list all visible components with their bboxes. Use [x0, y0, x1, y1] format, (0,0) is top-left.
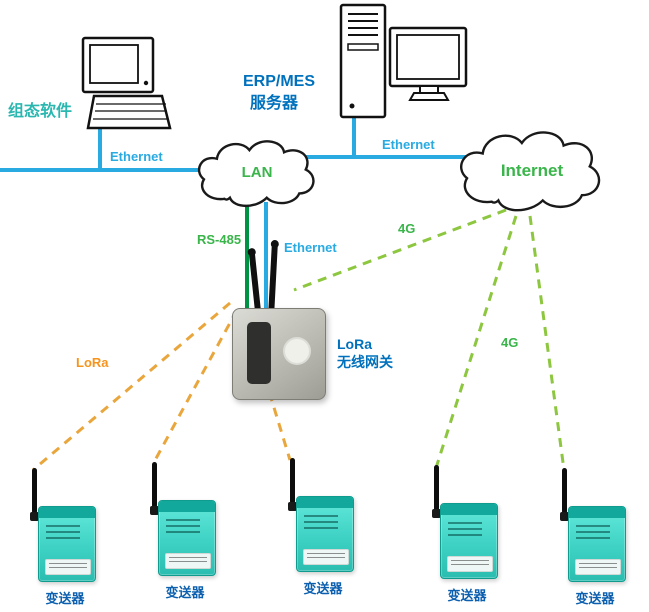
device-nameplate	[165, 553, 211, 569]
cellular-label-uplink: 4G	[398, 221, 416, 236]
device-cap	[441, 504, 497, 515]
cellular-label-down: 4G	[501, 335, 519, 350]
ethernet-label-left: Ethernet	[110, 149, 163, 164]
lan-cloud	[192, 132, 322, 218]
device-markings	[448, 522, 482, 540]
gateway-slot	[247, 322, 271, 384]
gateway-antenna-icon	[268, 243, 278, 315]
device-nameplate	[303, 549, 349, 565]
device-label: 变送器	[303, 581, 343, 596]
device-label: 变送器	[45, 591, 85, 606]
gateway-label-line1: LoRa	[337, 336, 372, 352]
cellular-link-device5	[528, 215, 566, 471]
gateway-body	[232, 308, 326, 400]
device-markings	[166, 519, 200, 537]
gateway-label-line2: 无线网关	[337, 354, 393, 370]
device-cap	[159, 501, 215, 512]
ethernet-label-drop: Ethernet	[284, 240, 337, 255]
device-markings	[46, 525, 80, 543]
cellular-link-gateway	[293, 208, 507, 292]
device-cap	[39, 507, 95, 518]
gateway-logo-disc	[283, 337, 311, 365]
server-label-line2: 服务器	[250, 95, 299, 112]
device-nameplate	[447, 556, 493, 572]
antenna-icon	[432, 465, 441, 518]
wireless-device-4: 变送器	[432, 465, 502, 605]
server-icon	[339, 3, 468, 119]
antenna-icon	[288, 458, 297, 511]
lan-cloud-label: LAN	[241, 164, 273, 181]
internet-cloud-label: Internet	[500, 161, 564, 180]
antenna-icon	[150, 462, 159, 515]
device-nameplate	[575, 559, 621, 575]
device-body	[296, 496, 354, 572]
lan-cloud-shape	[199, 141, 313, 206]
device-label: 变送器	[575, 591, 615, 606]
device-label: 变送器	[165, 585, 205, 600]
antenna-icon	[560, 468, 569, 521]
gateway-antenna-icon	[248, 251, 262, 315]
cellular-link-device4	[434, 215, 518, 469]
wireless-device-2: 变送器	[150, 462, 220, 602]
pc-label: 组态软件	[8, 103, 73, 120]
wireless-device-5: 变送器	[560, 468, 630, 608]
wireless-gateway	[226, 242, 332, 402]
rs485-label: RS-485	[197, 232, 242, 247]
lora-link-device1	[32, 301, 231, 472]
workstation-pc-icon	[81, 36, 172, 130]
device-markings	[576, 525, 610, 543]
lora-label: LoRa	[76, 355, 109, 370]
device-cap	[297, 497, 353, 508]
device-label: 变送器	[447, 588, 487, 603]
ethernet-label-right: Ethernet	[382, 137, 435, 152]
device-body	[158, 500, 216, 576]
device-body	[38, 506, 96, 582]
internet-cloud	[450, 126, 612, 220]
device-markings	[304, 515, 338, 533]
lora-link-device2	[151, 309, 239, 465]
server-label-line1: ERP/MES	[243, 73, 316, 90]
device-body	[440, 503, 498, 579]
device-cap	[569, 507, 625, 518]
antenna-icon	[30, 468, 39, 521]
internet-cloud-shape	[461, 132, 599, 210]
wireless-device-3: 变送器	[288, 458, 358, 598]
device-nameplate	[45, 559, 91, 575]
device-body	[568, 506, 626, 582]
wireless-device-1: 变送器	[30, 468, 100, 608]
